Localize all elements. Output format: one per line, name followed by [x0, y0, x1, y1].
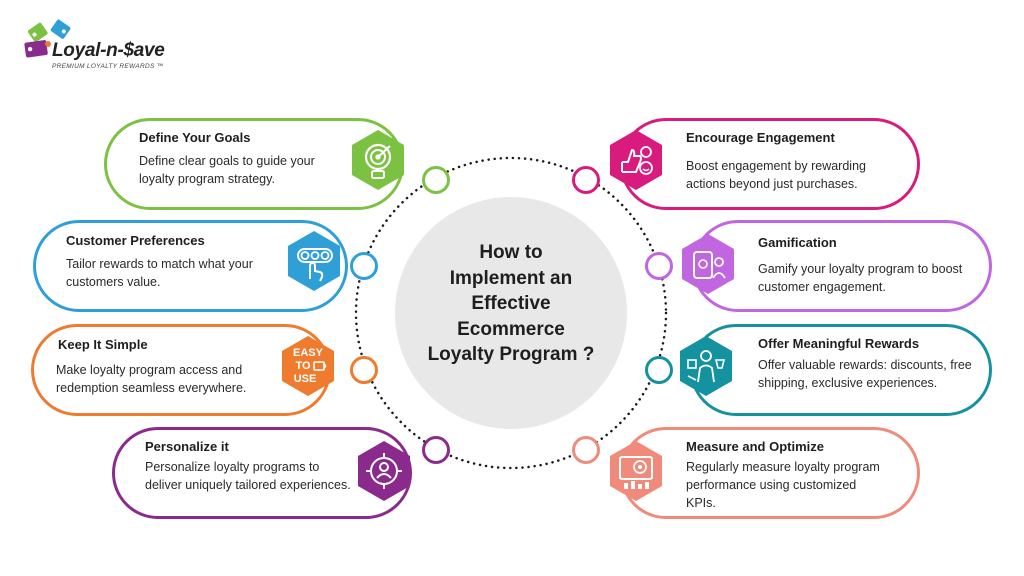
gamification-icon — [676, 232, 740, 296]
connector-dot — [645, 252, 673, 280]
connector-dot — [350, 356, 378, 384]
rewards-icon — [674, 334, 738, 398]
step-title: Measure and Optimize — [686, 439, 824, 454]
step-title: Keep It Simple — [58, 337, 148, 352]
step-description: Define clear goals to guide your loyalty… — [139, 154, 315, 186]
step-description: Make loyalty program access and redempti… — [56, 363, 247, 395]
svg-text:USE: USE — [294, 373, 317, 385]
target-icon — [346, 128, 410, 192]
analytics-icon — [604, 439, 668, 503]
step-description: Regularly measure loyalty program perfor… — [686, 460, 880, 510]
svg-text:TO: TO — [295, 360, 311, 372]
engagement-icon — [604, 128, 668, 192]
step-description: Boost engagement by rewarding actions be… — [686, 159, 866, 191]
connector-dot — [422, 436, 450, 464]
connector-dot — [572, 436, 600, 464]
center-title: How to Implement an Effective Ecommerce … — [427, 242, 595, 365]
step-card-customer-preferences: Customer Preferences Tailor rewards to m… — [33, 220, 348, 312]
price-tags-icon — [24, 19, 71, 58]
step-title: Gamification — [758, 235, 837, 250]
easy-to-use-icon: EASY TO USE — [276, 334, 340, 398]
step-title: Offer Meaningful Rewards — [758, 336, 920, 351]
step-card-keep-it-simple: Keep It Simple Make loyalty program acce… — [31, 324, 331, 416]
logo-tagline: PREMIUM LOYALTY REWARDS ™ — [52, 63, 164, 70]
center-circle — [395, 197, 627, 429]
preferences-icon — [282, 229, 346, 293]
step-title: Personalize it — [145, 439, 229, 454]
personalize-user-icon — [352, 439, 416, 503]
svg-text:EASY: EASY — [293, 347, 324, 359]
logo-name: Loyal-n-$ave — [52, 40, 165, 61]
connector-dot — [645, 356, 673, 384]
brand-logo: Loyal-n-$ave PREMIUM LOYALTY REWARDS ™ — [22, 16, 192, 76]
step-card-meaningful-rewards: Offer Meaningful Rewards Offer valuable … — [690, 324, 992, 416]
connector-dot — [572, 166, 600, 194]
step-title: Define Your Goals — [139, 130, 251, 145]
step-card-gamification: Gamification Gamify your loyalty program… — [692, 220, 992, 312]
step-description: Personalize loyalty programs to deliver … — [145, 460, 351, 492]
step-card-measure-optimize: Measure and Optimize Regularly measure l… — [620, 427, 920, 519]
connector-dot — [350, 252, 378, 280]
step-title: Encourage Engagement — [686, 130, 835, 145]
step-description: Tailor rewards to match what your custom… — [66, 257, 253, 289]
step-description: Offer valuable rewards: discounts, free … — [758, 358, 972, 390]
step-title: Customer Preferences — [66, 233, 205, 248]
step-description: Gamify your loyalty program to boost cus… — [758, 262, 963, 294]
connector-dot — [422, 166, 450, 194]
